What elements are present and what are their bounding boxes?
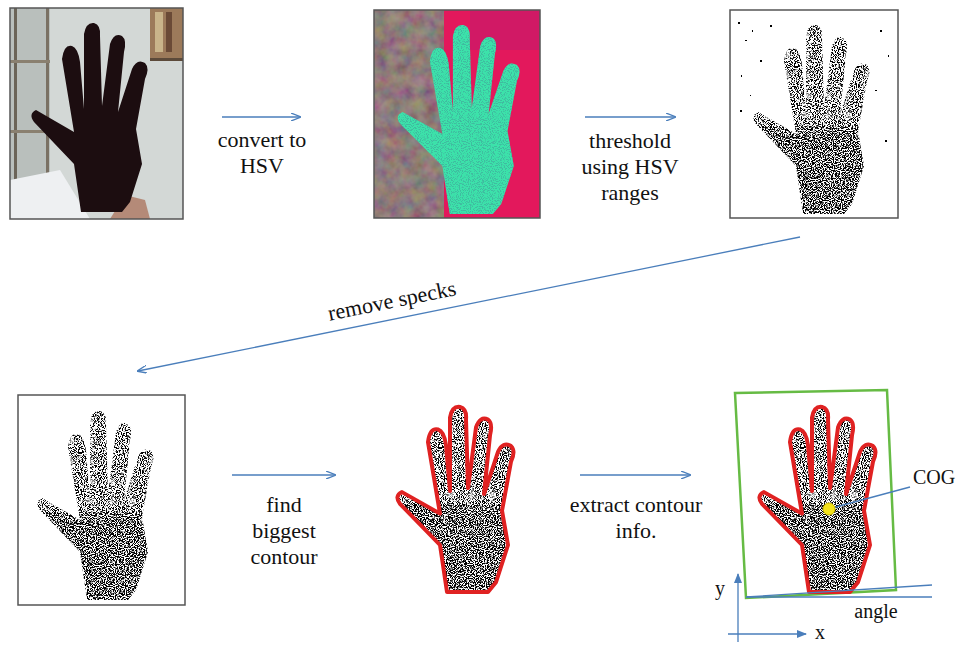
step-label: threshold using HSV ranges [574,128,686,206]
x-axis [728,633,806,634]
step-label: find biggest contour [236,492,332,570]
y-axis [737,574,738,642]
threshold-panel [730,10,898,218]
cleaned-panel [18,395,185,605]
angle-label: angle [844,600,908,622]
point-label: COG [910,466,958,488]
contour-info-panel [728,390,932,642]
step-label: extract contour info. [566,492,706,544]
contour-hand [392,398,522,594]
cog-leader [832,487,910,508]
hsv-panel [374,10,540,218]
photo-panel [10,8,183,219]
step-label: remove specks [291,268,492,333]
flow-arrows [138,117,800,475]
step-label: convert to HSV [197,127,327,179]
stray-specks [738,22,889,142]
axis-label: y [710,577,730,599]
cog-dot [823,503,835,515]
axis-label: x [810,621,830,643]
